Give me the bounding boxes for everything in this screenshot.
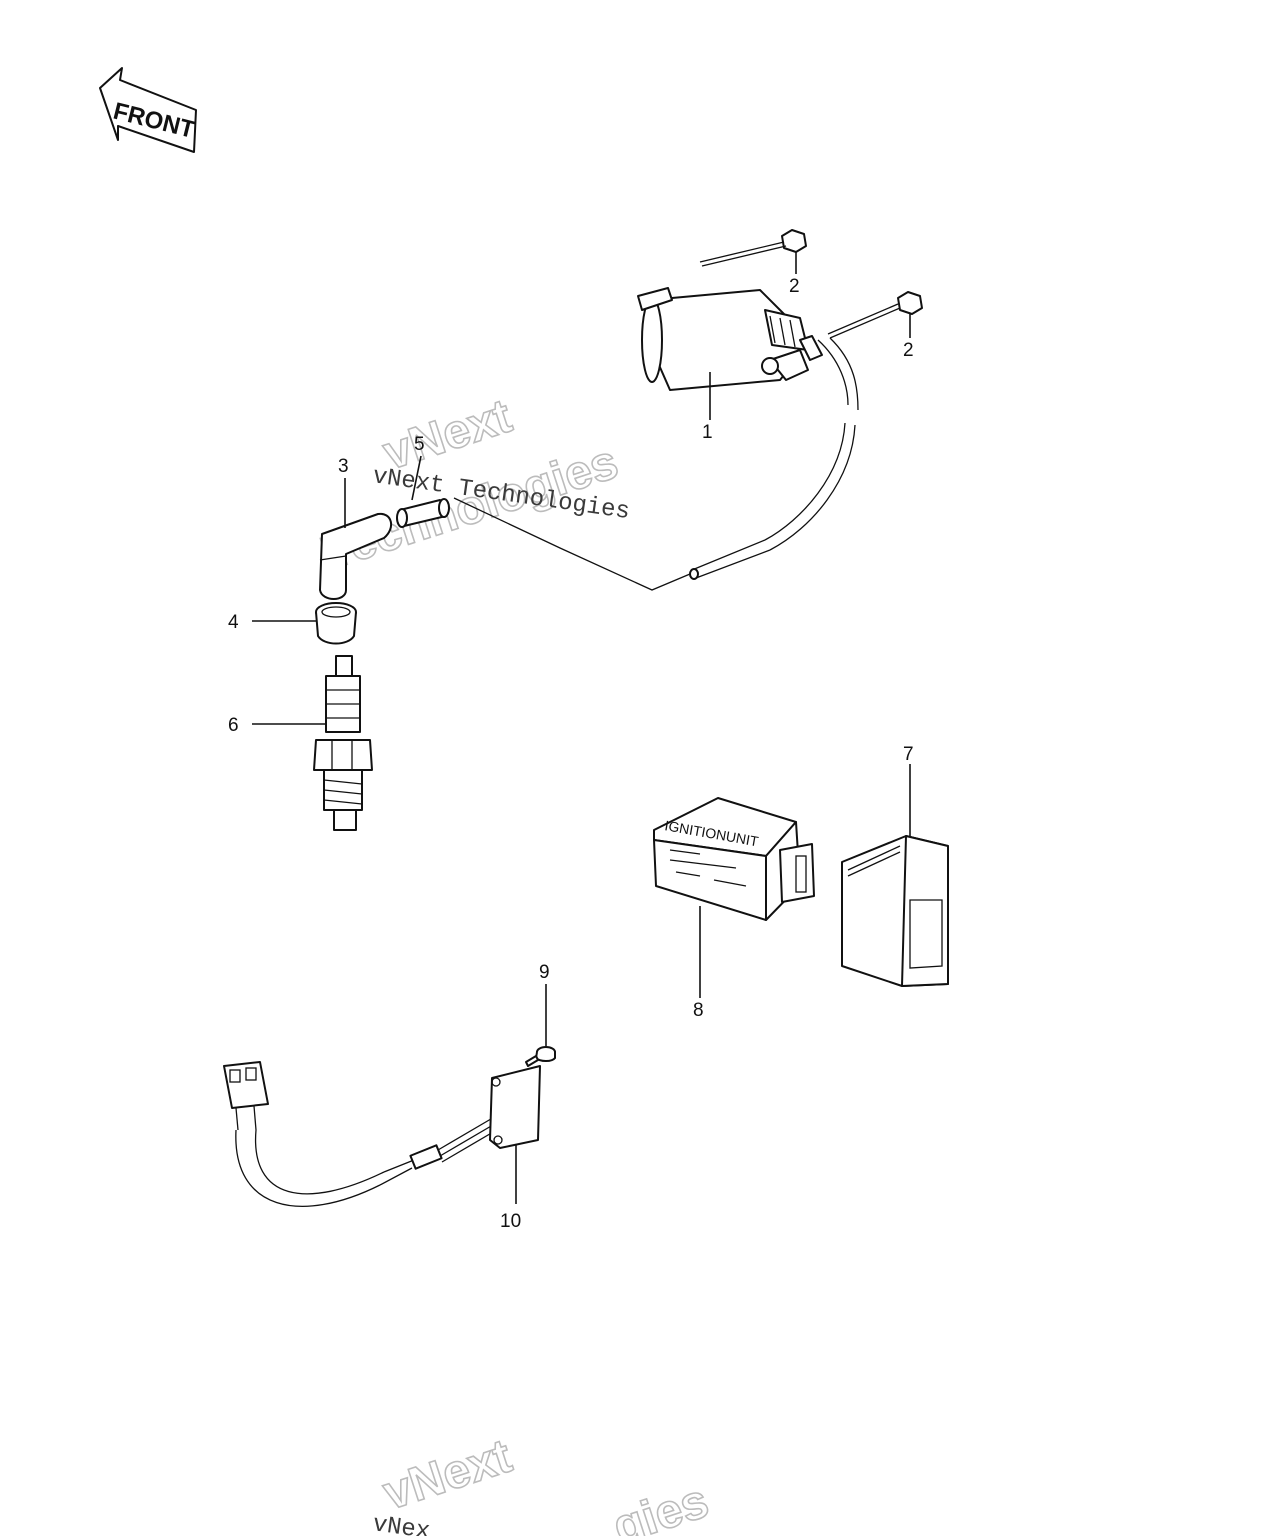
cap-seal [315, 602, 357, 645]
ignition-coil [637, 287, 823, 391]
ignition-unit: IGNITIONUNIT [653, 797, 815, 921]
callout-3: 3 [338, 456, 349, 477]
callout-4: 4 [228, 612, 239, 633]
callout-6: 6 [228, 715, 239, 736]
callout-5: 5 [414, 434, 425, 455]
callout-10: 10 [500, 1211, 521, 1232]
high-tension-lead [453, 337, 859, 591]
callout-9: 9 [539, 962, 550, 983]
spark-plug [313, 655, 373, 831]
callout-8: 8 [693, 1000, 704, 1021]
spark-plug-cap [319, 512, 393, 600]
nut-upper [699, 229, 807, 267]
leader-lines [252, 252, 911, 1204]
front-arrow: FRONT [99, 67, 198, 153]
nut-lower [827, 291, 923, 339]
pickup-screw [525, 1046, 556, 1067]
callout-2-lower: 2 [903, 340, 914, 361]
watermark-top: vNext Technologies vNext Technologies [316, 389, 631, 581]
callout-2-upper: 2 [789, 276, 800, 297]
callouts: 1 2 2 3 4 5 6 7 8 9 10 [228, 276, 914, 1232]
watermark-bottom-fragment: gies [607, 1474, 715, 1536]
callout-1: 1 [702, 422, 713, 443]
watermark-bottom-partial: vNex [371, 1511, 432, 1536]
ignition-unit-cover [841, 835, 949, 987]
cap-terminal [396, 498, 450, 528]
watermark-bottom-line1: vNext [377, 1430, 518, 1521]
pickup-coil-harness [223, 1061, 541, 1207]
watermark-bottom: vNext vNex gies [371, 1429, 716, 1536]
callout-7: 7 [903, 744, 914, 765]
